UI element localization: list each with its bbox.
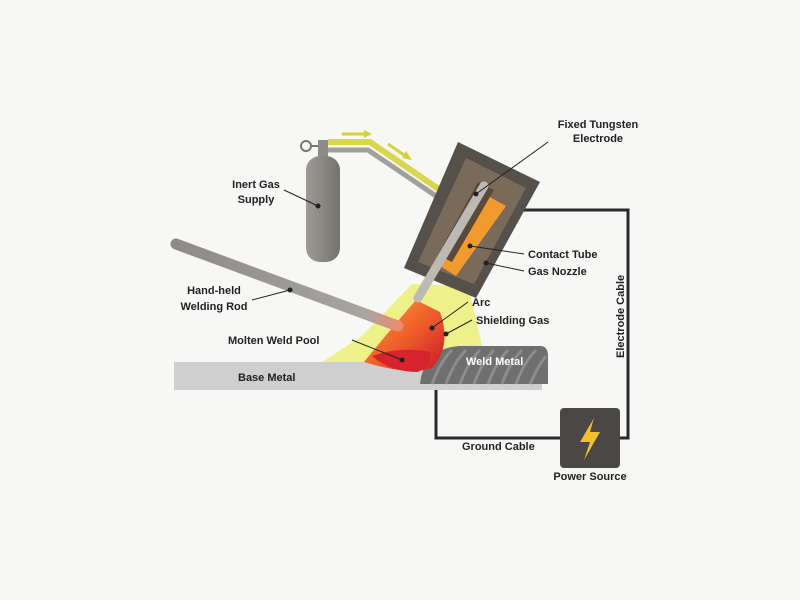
label-shielding-gas: Shielding Gas: [476, 315, 549, 327]
power-source: [560, 408, 620, 468]
electrode-cable: [478, 208, 630, 440]
torch-gas-nozzle: [404, 142, 540, 303]
label-gas-nozzle: Gas Nozzle: [528, 266, 587, 278]
label-welding-rod-2: Welding Rod: [180, 301, 247, 313]
tungsten-electrode: [413, 181, 489, 303]
leader-lines: [251, 141, 549, 363]
label-welding-rod-1: Hand-held: [187, 285, 241, 297]
contact-tube: [440, 196, 506, 276]
label-contact-tube: Contact Tube: [528, 249, 597, 261]
gas-cylinder: [300, 140, 340, 262]
weld-metal-bead: [420, 346, 548, 385]
label-tungsten-2: Electrode: [573, 133, 623, 145]
label-power-source: Power Source: [553, 471, 626, 483]
label-arc: Arc: [472, 297, 490, 309]
label-ground-cable: Ground Cable: [462, 441, 535, 453]
welding-rod: [170, 238, 404, 332]
label-electrode-cable: Electrode Cable: [615, 275, 627, 358]
label-base-metal: Base Metal: [238, 372, 295, 384]
label-tungsten-1: Fixed Tungsten: [558, 119, 639, 131]
label-inert-gas-2: Supply: [238, 194, 276, 206]
lightning-bolt-icon: [580, 418, 600, 460]
ground-cable: [434, 384, 560, 440]
gas-hose: [328, 139, 442, 199]
label-weld-metal: Weld Metal: [466, 356, 523, 368]
label-molten-pool: Molten Weld Pool: [228, 335, 319, 347]
label-inert-gas-1: Inert Gas: [232, 179, 280, 191]
